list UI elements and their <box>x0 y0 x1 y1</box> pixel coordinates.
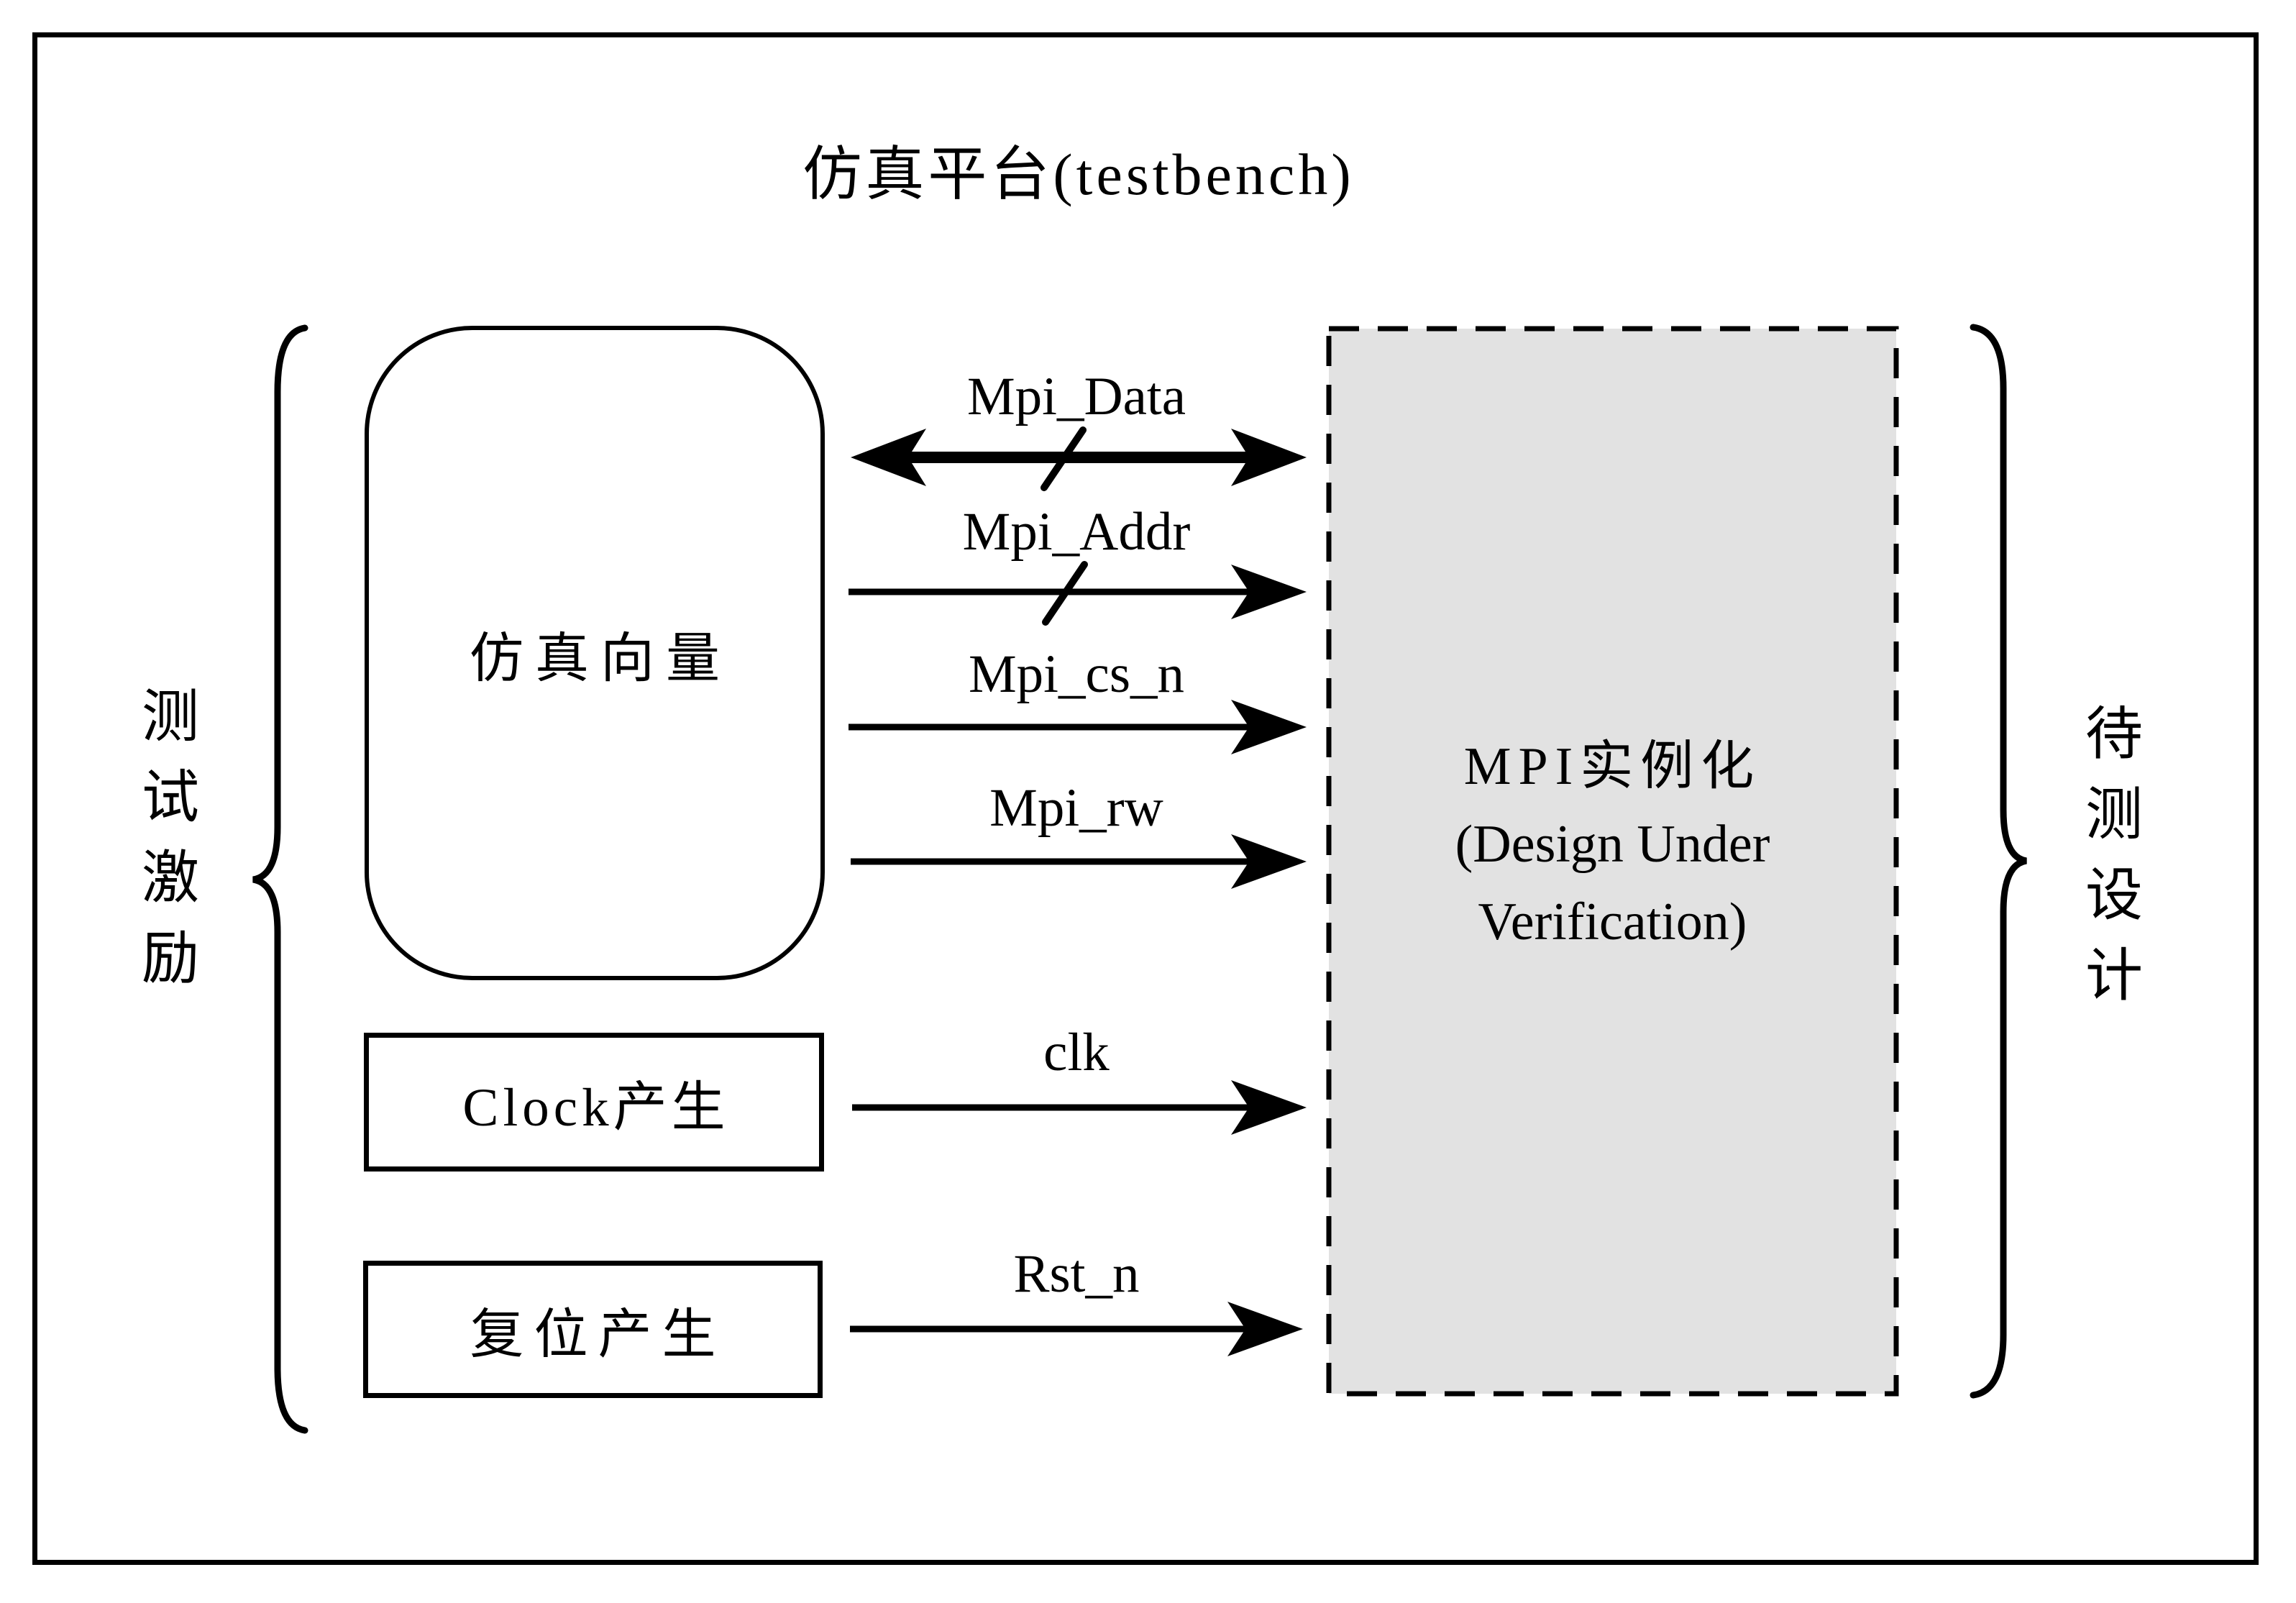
right-caption-char: 计 <box>2085 945 2143 1008</box>
left-brace <box>252 324 308 1434</box>
right-caption-char: 设 <box>2085 864 2143 928</box>
dut-label: MPI实例化 (Design Under Verification) <box>1327 728 1898 961</box>
signal-label-rst-n: Rst_n <box>1013 1244 1140 1304</box>
signal-arrow-mpi-rw <box>851 834 1307 889</box>
bus-slash-icon <box>1040 426 1087 491</box>
arrowhead-left-icon <box>851 429 926 486</box>
outer-border <box>32 32 2259 1565</box>
dut-label-line3: Verification) <box>1478 892 1747 951</box>
clock-gen-label: Clock产生 <box>462 1078 730 1138</box>
arrowhead-right-icon <box>1231 565 1307 619</box>
page-title: 仿真平台(testbench) <box>802 142 1355 207</box>
right-caption-design-under-test: 待 测 设 计 <box>2080 695 2149 1017</box>
reset-gen-label: 复位产生 <box>470 1305 726 1365</box>
left-caption-char: 测 <box>142 686 199 749</box>
left-caption-test-stimulus: 测 试 激 励 <box>136 677 205 1000</box>
dut-label-line2: (Design Under <box>1455 815 1770 874</box>
signal-label-clk: clk <box>1043 1023 1110 1082</box>
right-brace <box>1970 324 2028 1399</box>
signal-label-mpi-cs-n: Mpi_cs_n <box>969 644 1184 704</box>
left-caption-char: 励 <box>142 928 199 991</box>
sim-vector-label: 仿真向量 <box>469 629 731 689</box>
signal-label-mpi-data: Mpi_Data <box>966 367 1186 426</box>
signal-arrow-mpi-data <box>851 426 1307 491</box>
reset-gen-block: 复位产生 <box>363 1261 823 1398</box>
arrowhead-right-icon <box>1227 1302 1303 1356</box>
signal-label-mpi-addr: Mpi_Addr <box>962 502 1191 562</box>
bus-slash-icon <box>1042 561 1088 626</box>
arrowhead-right-icon <box>1231 429 1307 486</box>
signal-arrow-mpi-addr <box>849 561 1307 626</box>
arrowhead-right-icon <box>1231 834 1307 889</box>
sim-vector-block: 仿真向量 <box>365 326 825 980</box>
dut-label-line1: MPI实例化 <box>1463 737 1762 796</box>
arrowhead-right-icon <box>1231 1080 1307 1135</box>
right-caption-char: 待 <box>2085 703 2143 767</box>
left-caption-char: 激 <box>142 847 199 910</box>
left-caption-char: 试 <box>142 767 199 830</box>
signal-label-mpi-rw: Mpi_rw <box>989 778 1163 838</box>
signal-arrow-clk <box>852 1080 1307 1135</box>
dut-box <box>1326 326 1899 1397</box>
arrowhead-right-icon <box>1231 700 1307 754</box>
right-caption-char: 测 <box>2085 784 2143 847</box>
signal-arrow-rst-n <box>850 1302 1303 1356</box>
clock-gen-block: Clock产生 <box>364 1033 824 1172</box>
signal-arrow-mpi-cs-n <box>849 700 1307 754</box>
